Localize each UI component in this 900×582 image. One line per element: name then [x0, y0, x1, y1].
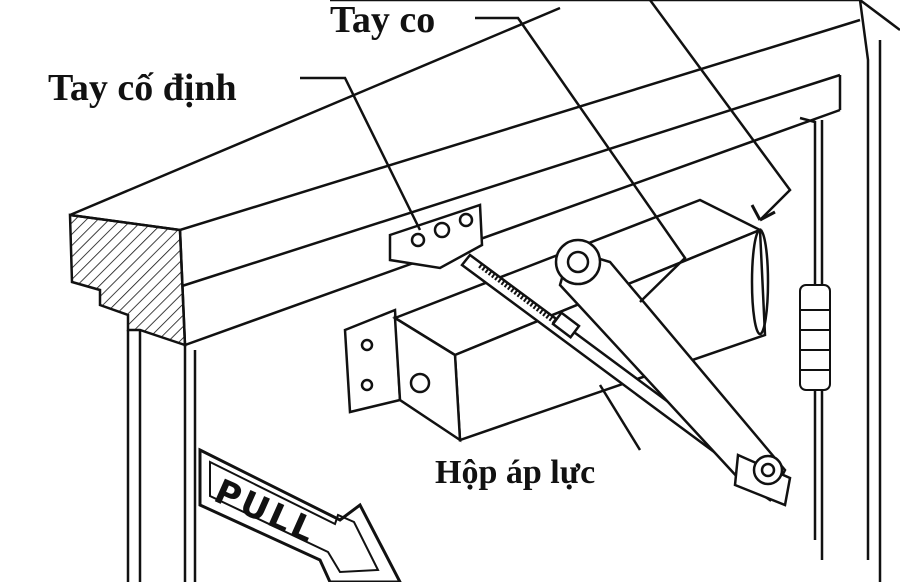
fixed-bracket — [388, 203, 484, 270]
label-tay-co-dinh: Tay cố định — [48, 67, 237, 109]
elbow-arm — [554, 238, 792, 507]
pull-sign — [198, 447, 402, 582]
frame-section-hatch — [68, 213, 187, 347]
hinge — [799, 284, 831, 391]
leader-lines — [300, 0, 792, 451]
label-tay-co: Tay co — [330, 0, 435, 41]
label-hop-ap-luc: Hộp áp lực — [435, 454, 595, 491]
